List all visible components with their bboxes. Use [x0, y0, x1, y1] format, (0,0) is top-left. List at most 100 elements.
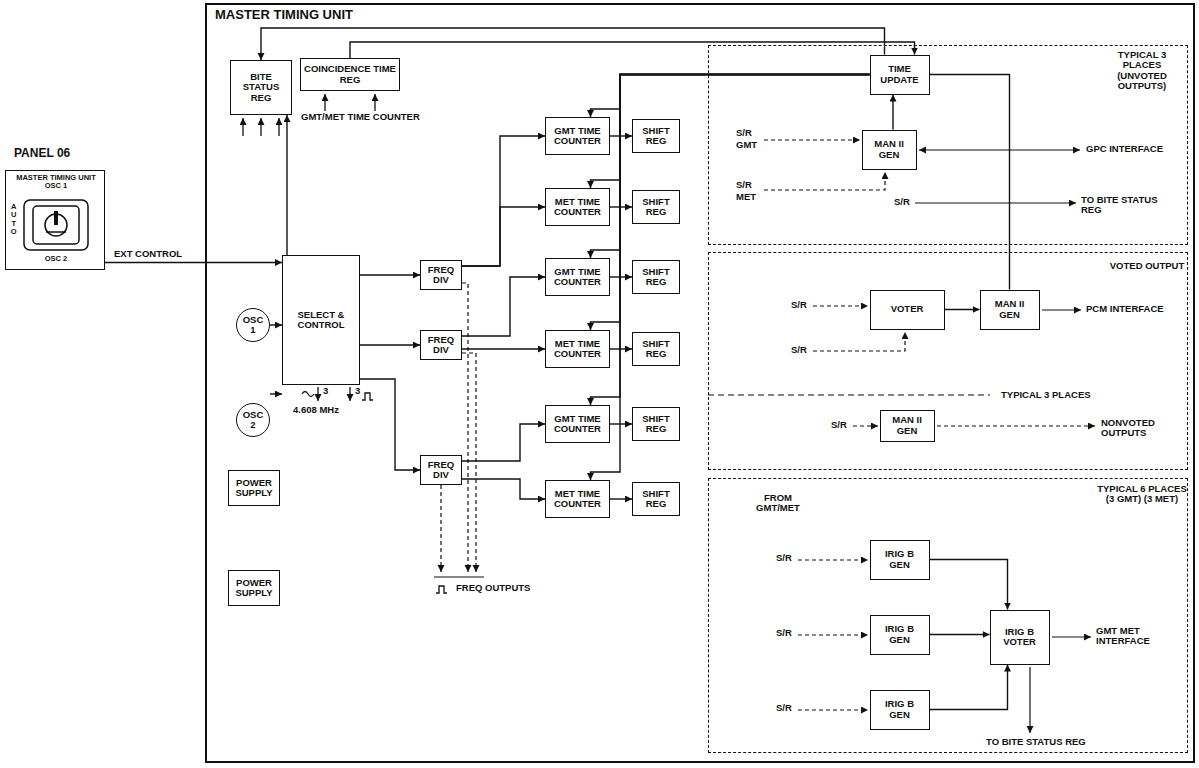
signal-leader [708, 140, 1095, 733]
signal-connector [261, 28, 885, 60]
block-label: SHIFT REG [636, 197, 676, 218]
signal-connector [360, 344, 420, 345]
process-box: SHIFT REG [632, 407, 680, 441]
block-label: MASTER TIMING UNIT [215, 8, 353, 22]
block-label: FROM GMT/MET [747, 493, 809, 514]
connector-label: EXT CONTROL [113, 249, 183, 259]
signal-label: FREQ OUTPUTS [455, 583, 531, 593]
block-label: VOTED OUTPUT [1109, 261, 1185, 271]
block-label: IRIG B GEN [874, 699, 926, 720]
oscillator-circle: OSC 2 [236, 403, 270, 437]
process-box: COINCIDENCE TIME REG [300, 58, 400, 91]
block-label: MET TIME COUNTER [549, 339, 606, 360]
signal-leader [813, 305, 868, 306]
block-label: SHIFT REG [636, 126, 676, 147]
signal-label: S/R [775, 553, 793, 563]
process-box: BITE STATUS REG [230, 60, 292, 115]
process-box: IRIG B GEN [870, 615, 930, 655]
signal-connector [892, 95, 893, 130]
process-box: POWER SUPPLY [228, 570, 280, 606]
process-box: POWER SUPPLY [228, 470, 280, 506]
signal-connector [610, 276, 632, 277]
block-label: MASTER TIMING UNIT OSC 1 [14, 174, 98, 191]
rotary-switch [46, 231, 66, 233]
block-label: TYPICAL 6 PLACES (3 GMT) (3 MET) [1097, 484, 1187, 505]
status-input-arrows [349, 387, 350, 401]
signal-leader [764, 172, 885, 190]
block-label: MET TIME COUNTER [549, 489, 606, 510]
signal-leader [853, 425, 878, 426]
signal-connector [930, 634, 990, 635]
process-box: FREQ DIV [420, 260, 462, 290]
signal-label: TO BITE STATUS REG [985, 737, 1087, 747]
process-box: FREQ DIV [420, 455, 462, 485]
block-label: TYPICAL 3 PLACES [1001, 390, 1091, 400]
process-box: TIME UPDATE [870, 55, 930, 95]
signal-leader [1029, 667, 1030, 733]
block-label: GMT TIME COUNTER [549, 267, 606, 288]
signal-label: S/R [775, 703, 793, 713]
signal-label: S/R [893, 197, 911, 207]
process-box: VOTER [870, 290, 945, 330]
signal-connector [610, 135, 632, 136]
process-box: SHIFT REG [632, 332, 680, 366]
signal-label: S/R [775, 628, 793, 638]
signal-connector [462, 277, 545, 336]
process-box: MET TIME COUNTER [545, 480, 610, 518]
process-box: IRIG B VOTER [990, 610, 1050, 665]
signal-connector [462, 424, 545, 461]
block-label: POWER SUPPLY [232, 478, 276, 499]
status-input-arrows [374, 94, 375, 111]
block-label: BITE STATUS REG [234, 72, 288, 103]
process-box: SHIFT REG [632, 119, 680, 153]
signal-leader [798, 634, 868, 635]
block-label: IRIG B GEN [874, 549, 926, 570]
process-box: IRIG B GEN [870, 690, 930, 730]
block-label: TIME UPDATE [874, 64, 926, 85]
signal-label: S/R [790, 300, 808, 310]
block-label: MAN II GEN [984, 299, 1036, 320]
freq-output-lines [440, 485, 441, 572]
signal-label: 3 [354, 386, 361, 396]
signal-connector [286, 115, 287, 255]
signal-label: PCM INTERFACE [1085, 304, 1165, 314]
signal-leader [798, 559, 868, 560]
block-label: GMT TIME COUNTER [549, 414, 606, 435]
status-input-arrows [242, 118, 243, 136]
process-box: MAN II GEN [880, 410, 935, 442]
signal-label: NONVOTED OUTPUTS [1100, 418, 1182, 439]
process-box: MET TIME COUNTER [545, 330, 610, 368]
signal-connector [105, 262, 282, 263]
status-input-arrows [243, 94, 375, 401]
signal-connector [930, 560, 1008, 610]
waveform-symbol [362, 393, 373, 400]
block-label: SHIFT REG [636, 267, 676, 288]
signal-connector [591, 75, 870, 481]
freq-output-lines [462, 353, 476, 572]
signal-connector [270, 324, 282, 325]
block-label: MAN II GEN [866, 139, 913, 160]
signal-connector [360, 379, 420, 470]
rotary-switch [54, 211, 58, 225]
process-box: FREQ DIV [420, 330, 462, 360]
freq-output-lines [434, 283, 484, 577]
signal-connector [610, 498, 632, 499]
signal-connector [591, 75, 870, 259]
rotary-switch [24, 200, 88, 250]
signal-connector [591, 75, 870, 189]
block-label: VOTER [891, 304, 924, 314]
signal-connector [610, 206, 632, 207]
process-box: SHIFT REG [632, 482, 680, 516]
block-label: OSC 1 [241, 315, 265, 336]
block-label: IRIG B GEN [874, 624, 926, 645]
signal-label: MET [735, 192, 757, 202]
signal-label: GMT/MET TIME COUNTER [300, 112, 421, 122]
process-box: GMT TIME COUNTER [545, 258, 610, 296]
block-label: OSC 2 [36, 255, 76, 263]
signal-connector [462, 207, 545, 266]
block-label: COINCIDENCE TIME REG [304, 64, 396, 85]
signal-connector [270, 393, 282, 394]
process-box: SHIFT REG [632, 260, 680, 294]
process-box: IRIG B GEN [870, 540, 930, 580]
